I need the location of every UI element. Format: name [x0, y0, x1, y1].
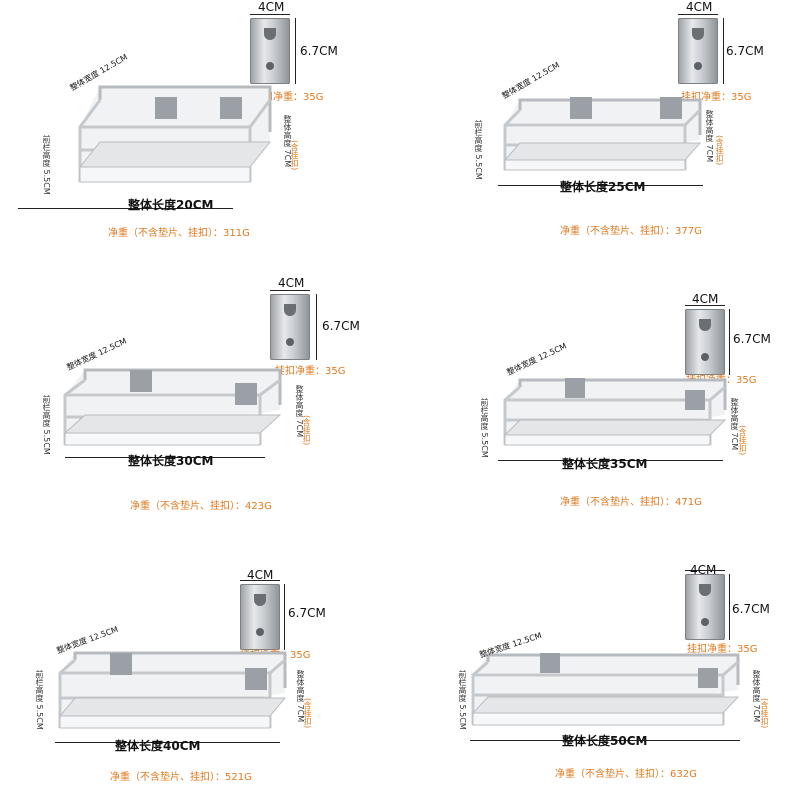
overall-length-label: 整体长度40CM [115, 739, 201, 753]
hook-height-label: 6.7CM [300, 44, 338, 58]
hook-width-label: 4CM [690, 563, 717, 577]
rack-image [55, 648, 295, 733]
length-dimension-line [498, 460, 723, 461]
net-weight-label: 净重（不含垫片、挂扣）：521G [110, 772, 252, 783]
hook-plate-image [685, 574, 725, 640]
hook-height-dimension-line [295, 18, 296, 84]
hook-plate-image [270, 294, 310, 360]
hook-height-dimension-line [316, 294, 317, 360]
front-height-label: 前栏高度 5.5CM [42, 135, 51, 195]
overall-length-label: 整体长度50CM [562, 734, 648, 748]
product-panel-20cm: 4CM 6.7CM 挂扣净重：35G 整体长度20CM 净重（不含垫片、挂扣）：… [0, 0, 400, 260]
overall-height-label: 整体高度 7CM [752, 670, 761, 723]
hook-weight-label: 挂扣净重：35G [681, 92, 752, 103]
overall-height-label: 整体高度 7CM [295, 385, 304, 438]
length-dimension-line [498, 185, 703, 186]
hook-height-dimension-line [729, 574, 730, 640]
hook-width-label: 4CM [278, 276, 305, 290]
overall-length-label: 整体长度30CM [128, 454, 214, 468]
front-height-label: 前栏高度 5.5CM [480, 398, 489, 458]
hook-width-label: 4CM [247, 568, 274, 582]
height-note-label: (含挂扣) [760, 698, 769, 729]
rack-image [60, 365, 290, 450]
hook-width-dimension-line [240, 580, 280, 581]
depth-label: 整体宽度 12.5CM [505, 341, 569, 378]
hook-height-label: 6.7CM [732, 602, 770, 616]
net-weight-label: 净重（不含垫片、挂扣）：632G [555, 769, 697, 780]
height-note-label: (含挂扣) [302, 415, 311, 446]
height-note-label: (含挂扣) [303, 698, 312, 729]
hook-width-dimension-line [250, 14, 290, 15]
front-height-label: 前栏高度 5.5CM [35, 670, 44, 730]
front-height-label: 前栏高度 5.5CM [474, 120, 483, 180]
hook-height-dimension-line [723, 18, 724, 84]
hook-width-dimension-line [270, 290, 310, 291]
hook-plate-image [678, 18, 718, 84]
net-weight-label: 净重（不含垫片、挂扣）：471G [560, 497, 702, 508]
overall-height-label: 整体高度 7CM [730, 398, 739, 451]
hook-height-dimension-line [284, 584, 285, 650]
hook-height-label: 6.7CM [726, 44, 764, 58]
net-weight-label: 净重（不含垫片、挂扣）：377G [560, 226, 702, 237]
net-weight-label: 净重（不含垫片、挂扣）：423G [130, 501, 272, 512]
length-dimension-line [18, 208, 233, 209]
hook-width-dimension-line [685, 570, 725, 571]
net-weight-label: 净重（不含垫片、挂扣）：311G [108, 228, 250, 239]
hook-height-dimension-line [729, 309, 730, 375]
hook-weight-label: 挂扣净重：35G [275, 366, 346, 377]
hook-weight-label: 挂扣净重：35G [687, 644, 758, 655]
overall-height-label: 整体高度 7CM [283, 115, 292, 168]
length-dimension-line [470, 740, 740, 741]
overall-length-label: 整体长度35CM [562, 457, 648, 471]
overall-length-label: 整体长度25CM [560, 180, 646, 194]
hook-height-label: 6.7CM [733, 332, 771, 346]
front-height-label: 前栏高度 5.5CM [458, 670, 467, 730]
height-note-label: (含挂扣) [290, 140, 299, 171]
overall-height-label: 整体高度 7CM [705, 110, 714, 163]
rack-image [500, 95, 710, 175]
height-note-label: (含挂扣) [738, 425, 747, 456]
product-panel-30cm: 4CM 6.7CM 挂扣净重：35G 整体长度30CM 净重（不含垫片、挂扣）：… [0, 265, 400, 530]
hook-width-dimension-line [678, 14, 718, 15]
rack-image [468, 650, 748, 730]
hook-height-label: 6.7CM [288, 606, 326, 620]
front-height-label: 前栏高度 5.5CM [42, 395, 51, 455]
hook-width-label: 4CM [686, 0, 713, 14]
length-dimension-line [55, 742, 280, 743]
rack-image [500, 375, 735, 450]
rack-image [60, 82, 280, 192]
hook-plate-image [240, 584, 280, 650]
hook-width-label: 4CM [258, 0, 285, 14]
overall-height-label: 整体高度 7CM [296, 670, 305, 723]
hook-height-label: 6.7CM [322, 319, 360, 333]
hook-width-dimension-line [685, 305, 725, 306]
height-note-label: (含挂扣) [715, 135, 724, 166]
hook-width-label: 4CM [692, 292, 719, 306]
product-panel-40cm: 4CM 6.7CM 挂扣净重：35G 整体长度40CM 净重（不含垫片、挂扣）：… [0, 530, 400, 800]
product-panel-50cm: 4CM 6.7CM 挂扣净重：35G 整体长度50CM 净重（不含垫片、挂扣）：… [400, 530, 800, 800]
hook-plate-image [685, 309, 725, 375]
overall-length-label: 整体长度20CM [128, 198, 214, 212]
hook-weight-label: 挂扣净重：35G [253, 92, 324, 103]
product-panel-25cm: 4CM 6.7CM 挂扣净重：35G 整体长度25CM 净重（不含垫片、挂扣）：… [400, 0, 800, 260]
hook-plate-image [250, 18, 290, 84]
length-dimension-line [65, 457, 265, 458]
product-panel-35cm: 4CM 6.7CM 挂扣净重：35G 整体长度35CM 净重（不含垫片、挂扣）：… [400, 265, 800, 530]
